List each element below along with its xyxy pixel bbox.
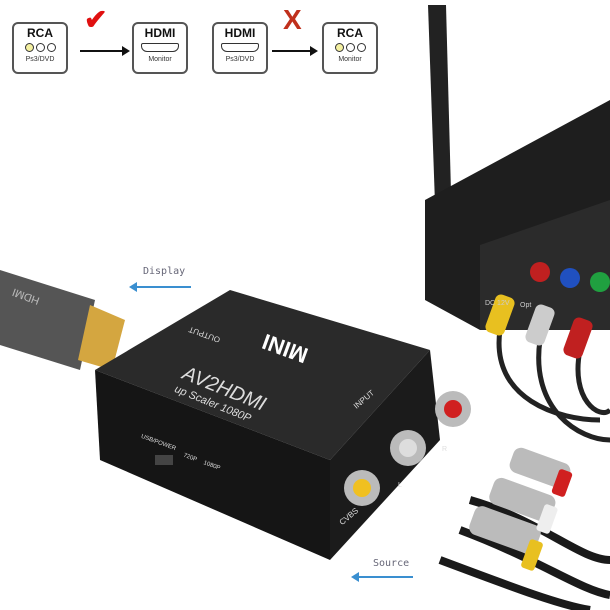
antenna bbox=[428, 5, 452, 232]
source-label: Source bbox=[373, 558, 410, 569]
cross-icon: X bbox=[283, 4, 302, 35]
box-subtitle: Ps3/DVD bbox=[225, 56, 255, 63]
box-subtitle: Ps3/DVD bbox=[25, 56, 55, 63]
hdmi-port-icon bbox=[221, 43, 259, 52]
usb-port bbox=[155, 455, 173, 465]
player-plug-white bbox=[525, 304, 555, 346]
left-channel-label: L bbox=[398, 482, 402, 489]
rca-plug-yellow-band bbox=[521, 539, 543, 571]
rca-cable bbox=[468, 496, 610, 564]
converter-side-face bbox=[330, 350, 440, 560]
player-plug-yellow bbox=[485, 294, 515, 336]
hdmi-monitor-box: HDMI Monitor bbox=[132, 22, 188, 74]
player-jack-green bbox=[590, 272, 610, 292]
rca-jacks-icon bbox=[14, 43, 66, 52]
opt-label: Opt bbox=[520, 302, 532, 309]
dc-label: DC 12V bbox=[485, 300, 510, 307]
rca-plug bbox=[469, 506, 541, 554]
rca-cable bbox=[458, 526, 610, 599]
av2hdmi-converter bbox=[95, 290, 430, 460]
right-audio-jack-center bbox=[444, 400, 462, 418]
arrow-icon bbox=[272, 46, 318, 56]
hdmi-port-icon bbox=[141, 43, 179, 52]
box-subtitle: Monitor bbox=[338, 56, 362, 63]
rca-jacks-icon bbox=[324, 43, 376, 52]
rca-plug-white-band bbox=[536, 504, 558, 534]
cvbs-jack-center bbox=[353, 479, 371, 497]
hdmi-source-box: HDMI Ps3/DVD bbox=[212, 22, 268, 74]
player-cable bbox=[536, 339, 610, 443]
hdmi-connector bbox=[78, 305, 125, 370]
hdmi-cable bbox=[0, 270, 95, 370]
rca-plug bbox=[509, 447, 571, 489]
display-arrow-icon bbox=[129, 282, 191, 292]
player-cable bbox=[496, 329, 601, 423]
check-icon: ✔ bbox=[84, 4, 108, 35]
rca-plug-red-band bbox=[551, 469, 573, 497]
player-plug-red bbox=[563, 317, 593, 359]
arrow-icon bbox=[80, 46, 130, 56]
rca-monitor-box: RCA Monitor bbox=[322, 22, 378, 74]
rca-plug bbox=[489, 477, 556, 522]
rca-source-box: RCA Ps3/DVD bbox=[12, 22, 68, 74]
source-arrow-icon bbox=[351, 572, 413, 582]
box-subtitle: Monitor bbox=[148, 56, 172, 63]
player-jack-blue bbox=[560, 268, 580, 288]
display-label: Display bbox=[143, 266, 186, 277]
box-title: HDMI bbox=[144, 26, 176, 40]
player-cable bbox=[575, 349, 610, 415]
box-title: RCA bbox=[27, 26, 53, 40]
box-title: RCA bbox=[337, 26, 363, 40]
box-title: HDMI bbox=[224, 26, 256, 40]
rca-cable bbox=[438, 556, 591, 610]
player-jack-red bbox=[530, 262, 550, 282]
converter-front-face bbox=[95, 370, 330, 560]
left-audio-jack-center bbox=[399, 439, 417, 457]
right-channel-label: R bbox=[442, 446, 448, 453]
